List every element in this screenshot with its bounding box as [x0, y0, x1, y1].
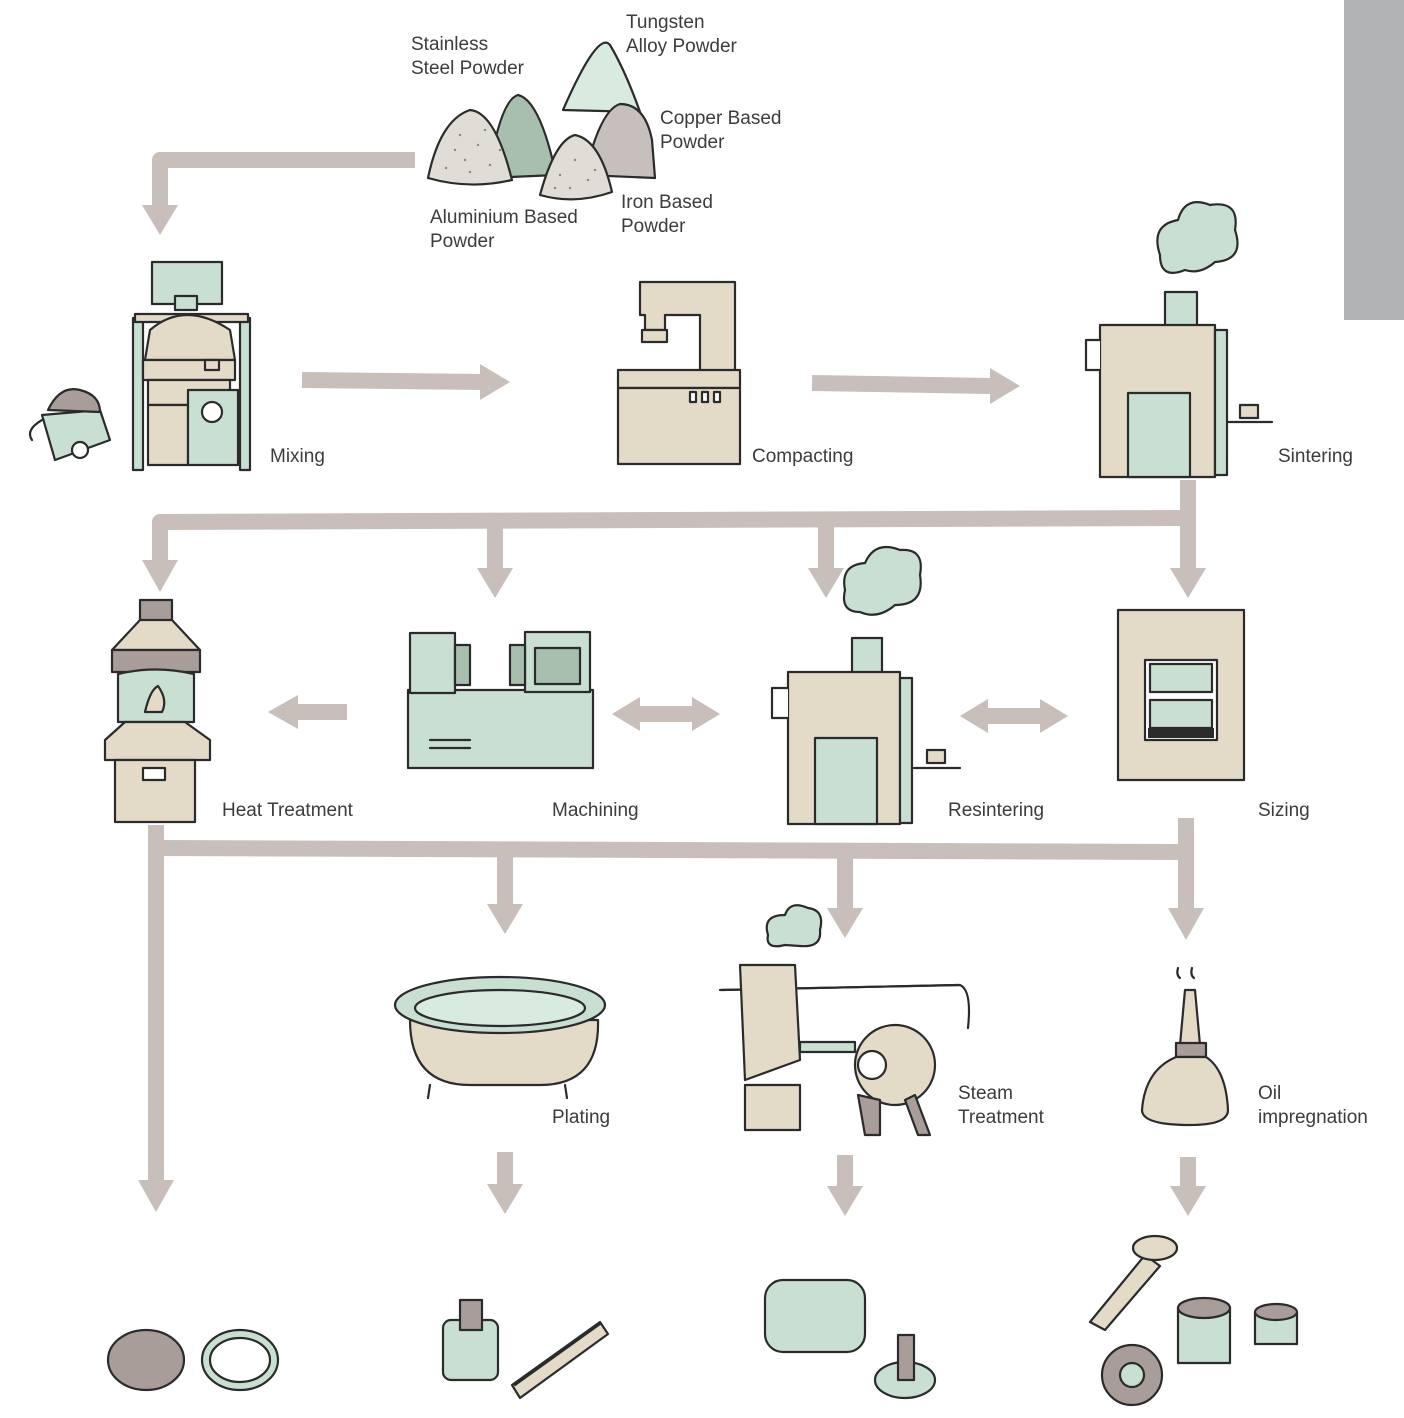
finished-parts-icon [106, 1234, 1299, 1407]
label-iron-based-powder: Iron Based Powder [621, 192, 713, 237]
label-compacting: Compacting [752, 446, 854, 467]
label-sintering: Sintering [1278, 446, 1353, 467]
label-plating: Plating [552, 1107, 611, 1128]
label-aluminium-based-powder: Aluminium Based Powder [430, 207, 578, 252]
resintering-furnace-icon [770, 545, 962, 826]
label-stainless-steel-powder: Stainless Steel Powder [411, 34, 525, 79]
arrowhead [142, 560, 178, 592]
arrow-mixing-to-compacting [301, 372, 483, 390]
arrowhead [1170, 568, 1206, 598]
heat-treatment-furnace-icon [103, 598, 212, 824]
powder-cart-icon [28, 388, 112, 462]
arrowhead [268, 695, 298, 729]
label-heat-treatment: Heat Treatment [222, 800, 353, 821]
label-sizing: Sizing [1258, 800, 1310, 821]
arrow-powders-to-mixing [152, 152, 415, 205]
sintering-furnace-icon [1084, 201, 1274, 479]
compacting-press-icon [616, 280, 742, 466]
oil-can-icon [1140, 966, 1230, 1127]
arrowhead [477, 568, 513, 598]
plating-bath-icon [393, 975, 607, 1100]
label-copper-based-powder: Copper Based Powder [660, 108, 782, 153]
label-resintering: Resintering [948, 800, 1045, 821]
side-tab [1344, 0, 1404, 320]
smoke-cloud-icon [842, 545, 922, 616]
arrowhead [808, 568, 844, 598]
machining-lathe-icon [406, 630, 595, 770]
sizing-press-icon [1116, 608, 1246, 782]
arrowhead [990, 368, 1020, 404]
label-machining: Machining [552, 800, 639, 821]
arrow-compacting-to-sintering [811, 375, 993, 394]
label-tungsten-alloy-powder: Tungsten Alloy Powder [626, 12, 737, 57]
label-mixing: Mixing [270, 446, 325, 467]
mixer-machine-icon [131, 260, 252, 472]
smoke-cloud-icon [765, 904, 823, 948]
branch-bar-lower [155, 840, 1189, 860]
branch-bar-upper [152, 510, 1189, 560]
smoke-cloud-icon [1156, 201, 1239, 274]
label-oil-impregnation: Oil impregnation [1258, 1083, 1368, 1128]
arrowhead [142, 205, 178, 235]
arrowhead [480, 364, 510, 400]
powder-piles-icon [426, 41, 657, 201]
flow-arrows [138, 152, 1206, 1216]
label-steam-treatment: Steam Treatment [958, 1083, 1044, 1128]
steam-boiler-icon [718, 904, 971, 1137]
